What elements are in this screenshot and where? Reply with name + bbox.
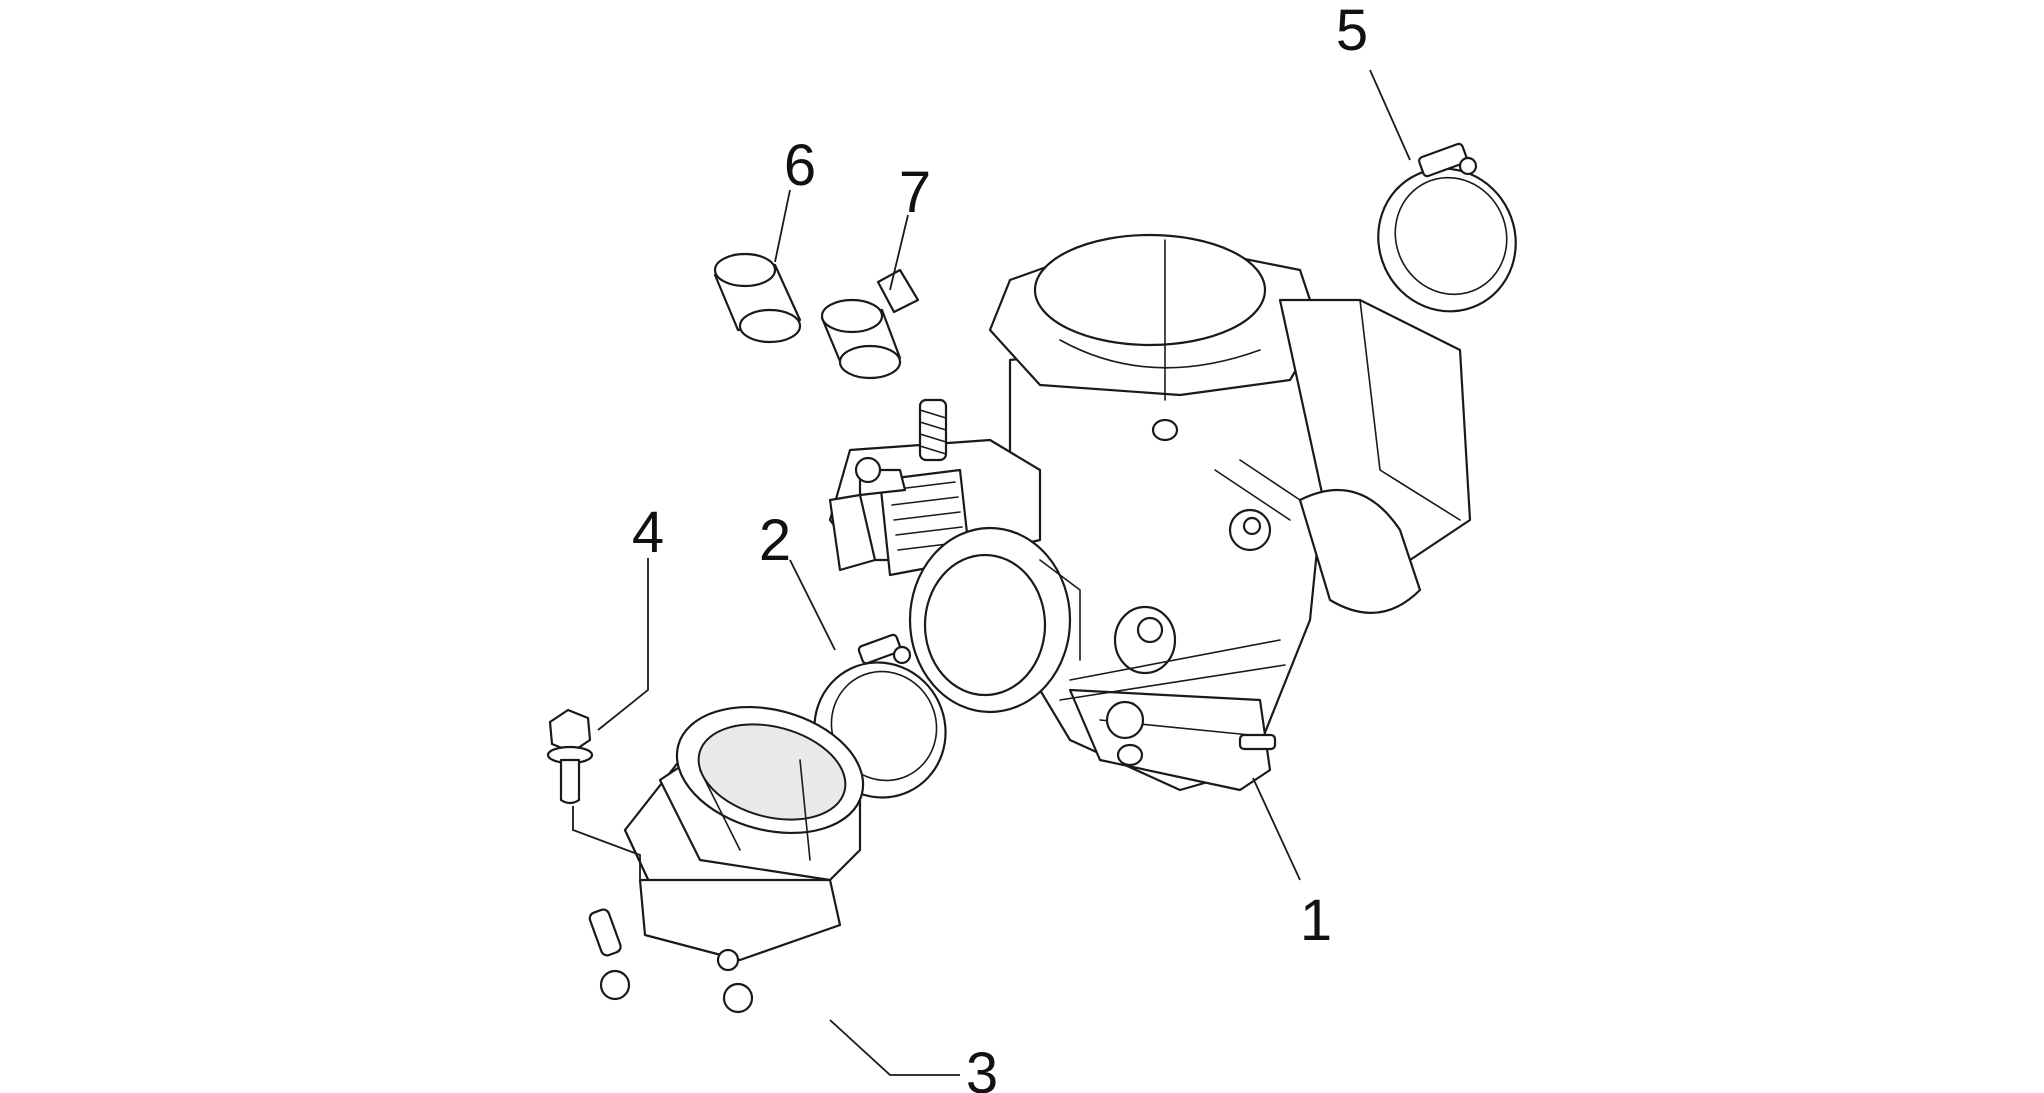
carburettor-assembly (828, 233, 1472, 792)
callout-2: 2 (759, 508, 791, 573)
hose-clamp-upper (1377, 142, 1517, 313)
leader-4 (597, 558, 649, 731)
spring-clip (820, 268, 920, 380)
leader-lines (572, 69, 1411, 1076)
leader-3 (829, 1019, 960, 1076)
callout-6: 6 (784, 133, 816, 198)
leader-5 (1369, 69, 1411, 161)
leader-4b (572, 806, 641, 880)
callout-1: 1 (1300, 888, 1332, 953)
callout-5: 5 (1336, 0, 1368, 63)
flange-bolt (546, 708, 594, 805)
intake-manifold (588, 705, 865, 1014)
leader-2 (789, 559, 836, 651)
sleeve (713, 252, 802, 344)
leader-6 (774, 189, 791, 263)
callout-3: 3 (966, 1041, 998, 1093)
leader-7 (889, 214, 909, 291)
callout-4: 4 (632, 500, 664, 565)
callout-7: 7 (899, 160, 931, 225)
leader-1 (1252, 777, 1301, 881)
